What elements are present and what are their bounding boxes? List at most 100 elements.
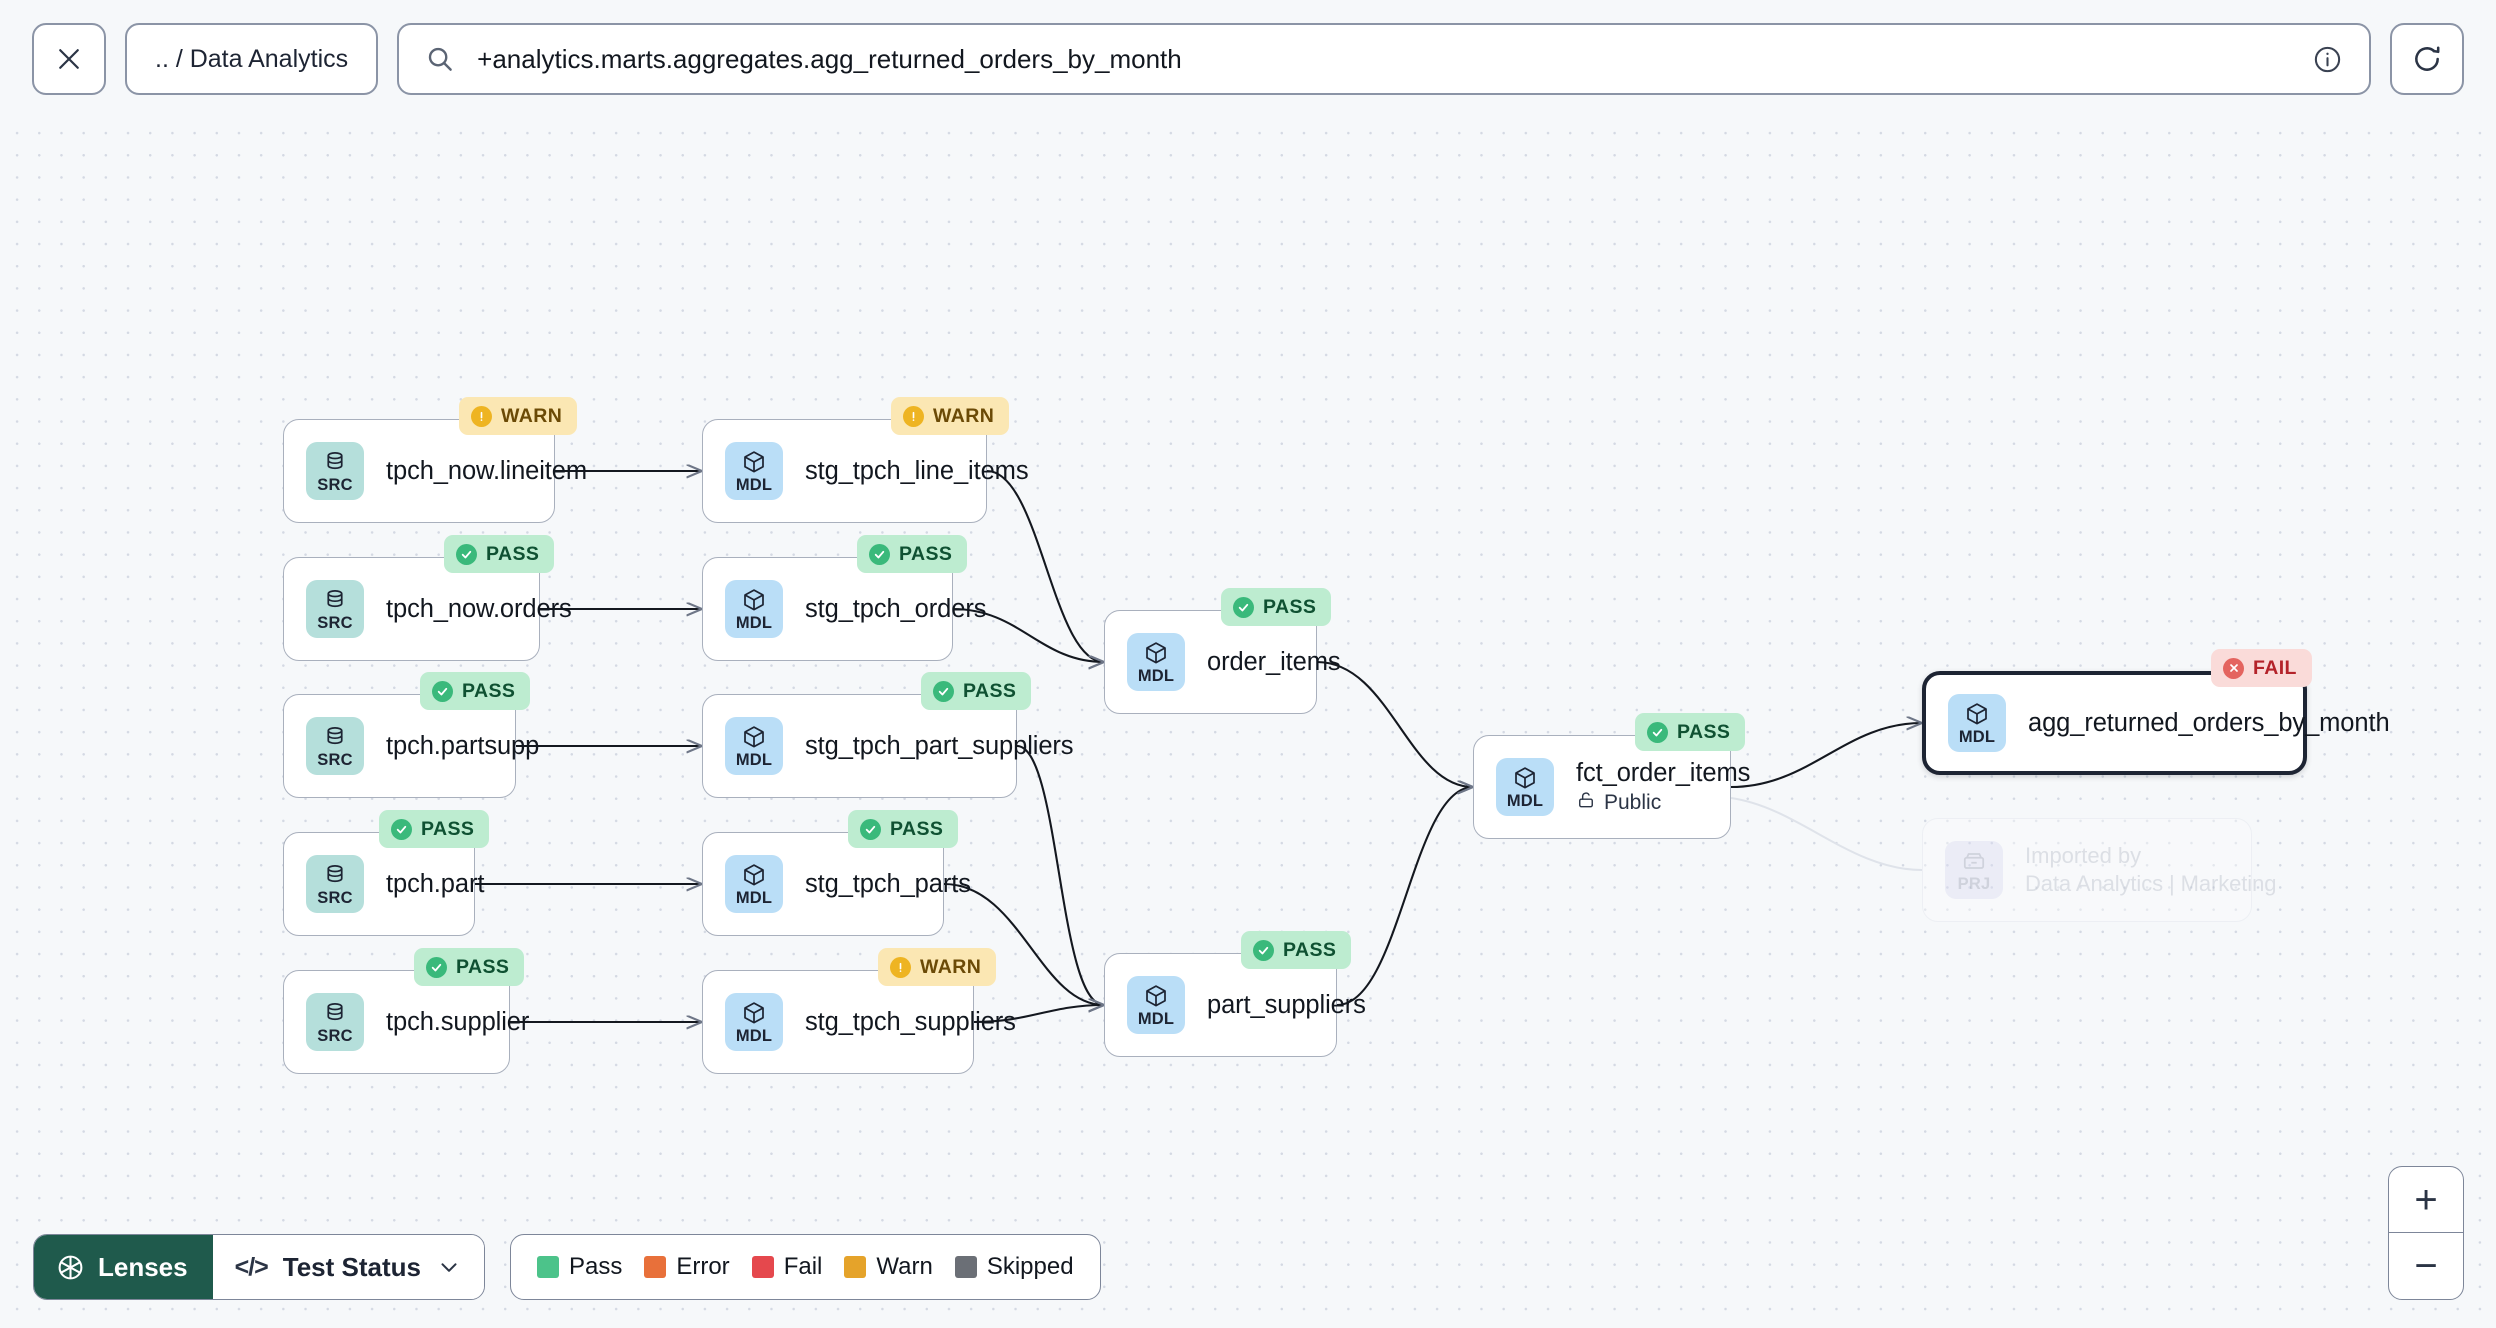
- status-label: WARN: [501, 404, 563, 427]
- cube-icon: [741, 724, 767, 750]
- cube-icon: [741, 1000, 767, 1026]
- legend-item-fail[interactable]: Fail: [751, 1253, 823, 1281]
- info-icon[interactable]: [2312, 44, 2343, 75]
- node-type-badge-mdl: MDL: [725, 442, 783, 500]
- legend-item-skipped[interactable]: Skipped: [954, 1253, 1074, 1281]
- legend-item-warn[interactable]: Warn: [844, 1253, 933, 1281]
- node-title: tpch.supplier: [386, 1007, 530, 1036]
- status-label: WARN: [933, 404, 995, 427]
- unlock-icon: [1576, 790, 1596, 816]
- legend-swatch-pass: [536, 1256, 559, 1278]
- status-label: FAIL: [2253, 656, 2297, 679]
- status-pass-icon: [860, 818, 881, 840]
- status-badge-src_orders[interactable]: PASS: [444, 535, 555, 573]
- node-type-badge-mdl: MDL: [725, 717, 783, 775]
- database-icon: [322, 1000, 348, 1026]
- node-title: tpch_now.lineitem: [386, 456, 588, 485]
- status-label: PASS: [462, 679, 516, 702]
- status-pass-icon: [869, 543, 890, 565]
- status-badge-stg_orders[interactable]: PASS: [857, 535, 968, 573]
- node-type-label: SRC: [317, 751, 353, 769]
- legend-item-error[interactable]: Error: [644, 1253, 730, 1281]
- status-badge-src_lineitem[interactable]: WARN: [459, 397, 578, 435]
- cube-icon: [1964, 701, 1990, 727]
- node-type-badge-src: SRC: [306, 580, 364, 638]
- status-badge-src_partsupp[interactable]: PASS: [420, 672, 531, 710]
- lineage-node-agg_target[interactable]: MDL agg_returned_orders_by_month: [1922, 671, 2390, 775]
- node-type-badge-mdl: MDL: [725, 855, 783, 913]
- breadcrumb[interactable]: .. / Data Analytics: [125, 23, 379, 95]
- database-icon: [322, 449, 348, 475]
- legend-item-pass[interactable]: Pass: [536, 1253, 622, 1281]
- close-icon: [54, 44, 84, 74]
- status-badge-stg_partsup[interactable]: PASS: [921, 672, 1032, 710]
- node-type-label: MDL: [735, 614, 773, 632]
- search-icon: [425, 44, 455, 74]
- status-label: PASS: [899, 542, 953, 565]
- cube-icon: [1512, 765, 1538, 791]
- node-type-label: MDL: [1506, 792, 1544, 810]
- status-legend: Pass Error Fail Warn Skipped: [509, 1234, 1101, 1300]
- status-label: PASS: [1283, 938, 1337, 961]
- status-badge-src_part[interactable]: PASS: [379, 810, 490, 848]
- node-type-badge-mdl: MDL: [1948, 694, 2006, 752]
- database-icon: [322, 724, 348, 750]
- zoom-out-button[interactable]: −: [2414, 1244, 2438, 1288]
- lenses-button[interactable]: Lenses: [34, 1235, 213, 1299]
- status-pass-icon: [426, 956, 447, 978]
- search-bar[interactable]: +analytics.marts.aggregates.agg_returned…: [397, 23, 2371, 95]
- status-badge-stg_line[interactable]: WARN: [891, 397, 1010, 435]
- node-body: tpch.part: [386, 870, 484, 899]
- status-badge-fct_order[interactable]: PASS: [1635, 713, 1746, 751]
- bottom-toolbar: Lenses </> Test Status Pass Error Fail Warn…: [33, 1234, 1101, 1300]
- node-type-label: MDL: [735, 889, 773, 907]
- status-badge-src_supplier[interactable]: PASS: [414, 948, 525, 986]
- status-pass-icon: [432, 680, 453, 702]
- legend-label: Warn: [876, 1253, 933, 1280]
- status-label: PASS: [486, 542, 540, 565]
- status-label: PASS: [421, 817, 475, 840]
- lineage-node-stg_parts[interactable]: MDL stg_tpch_parts: [702, 832, 971, 936]
- search-input[interactable]: +analytics.marts.aggregates.agg_returned…: [477, 43, 1182, 74]
- node-type-badge-prj: PRJ: [1945, 841, 2003, 899]
- status-label: PASS: [963, 679, 1017, 702]
- status-badge-stg_parts[interactable]: PASS: [848, 810, 959, 848]
- test-status-dropdown[interactable]: </> Test Status: [212, 1235, 484, 1299]
- refresh-button[interactable]: [2390, 23, 2464, 95]
- status-label: PASS: [890, 817, 944, 840]
- refresh-icon: [2411, 43, 2443, 75]
- status-badge-stg_suppliers[interactable]: WARN: [878, 948, 997, 986]
- database-icon: [322, 862, 348, 888]
- node-title: agg_returned_orders_by_month: [2028, 708, 2390, 737]
- zoom-in-button[interactable]: +: [2389, 1167, 2463, 1233]
- node-title: stg_tpch_parts: [805, 869, 971, 898]
- node-subtitle: Public: [1576, 790, 1750, 816]
- node-type-badge-mdl: MDL: [725, 993, 783, 1051]
- top-toolbar: .. / Data Analytics +analytics.marts.agg…: [0, 0, 2496, 118]
- node-body: order_items: [1207, 648, 1341, 677]
- legend-label: Fail: [783, 1253, 823, 1280]
- close-button[interactable]: [32, 23, 106, 95]
- status-fail-icon: [2223, 657, 2244, 679]
- status-badge-agg_target[interactable]: FAIL: [2211, 649, 2312, 687]
- status-pass-icon: [456, 543, 477, 565]
- node-body: stg_tpch_parts: [805, 870, 971, 899]
- node-type-badge-mdl: MDL: [1496, 758, 1554, 816]
- status-badge-order_items[interactable]: PASS: [1221, 588, 1332, 626]
- status-badge-part_supp[interactable]: PASS: [1241, 931, 1352, 969]
- node-title: stg_tpch_orders: [805, 594, 987, 623]
